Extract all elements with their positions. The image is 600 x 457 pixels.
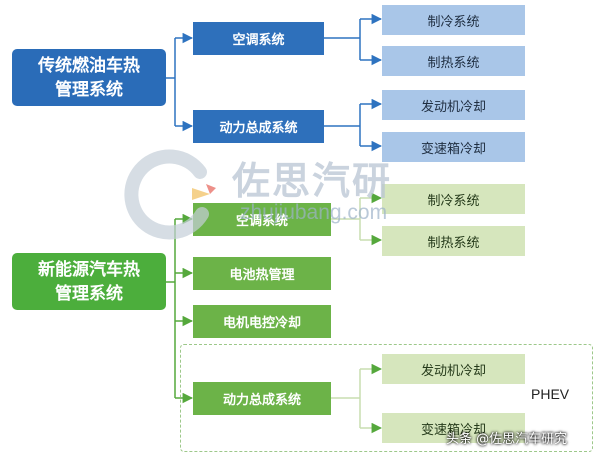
nev-ac-leaf: 制热系统: [382, 226, 525, 256]
nev-powertrain-label: 动力总成系统: [222, 393, 301, 408]
traditional-powertrain-label: 动力总成系统: [219, 121, 298, 136]
traditional-powertrain-leaf: 变速箱冷却: [382, 132, 525, 162]
nev-cooling-label: 制冷系统: [427, 193, 480, 209]
nev-title: 新能源汽车热管理系统: [38, 259, 140, 304]
traditional-root-box: 传统燃油车热管理系统: [12, 49, 166, 106]
nev-gearbox-cooling-label: 变速箱冷却: [420, 422, 486, 438]
nev-motor-box: 电机电控冷却: [193, 305, 331, 338]
nev-powertrain-box: 动力总成系统: [193, 382, 331, 415]
traditional-powertrain-leaf: 发动机冷却: [382, 90, 525, 120]
phev-frame: [180, 344, 593, 452]
traditional-title: 传统燃油车热管理系统: [38, 55, 140, 100]
traditional-gearbox-cooling-label: 变速箱冷却: [420, 141, 486, 157]
traditional-engine-cooling-label: 发动机冷却: [420, 99, 486, 115]
traditional-ac-leaf: 制热系统: [382, 46, 525, 76]
traditional-cooling-label: 制冷系统: [427, 14, 480, 30]
nev-ac-leaf: 制冷系统: [382, 184, 525, 214]
traditional-ac-box: 空调系统: [193, 22, 324, 55]
nev-heating-label: 制热系统: [427, 235, 480, 251]
nev-powertrain-leaf: 变速箱冷却: [382, 413, 525, 443]
nev-motor-label: 电机电控冷却: [222, 316, 301, 331]
nev-ac-box: 空调系统: [193, 203, 331, 236]
nev-root-box: 新能源汽车热管理系统: [12, 253, 166, 310]
traditional-ac-label: 空调系统: [232, 33, 285, 48]
nev-battery-box: 电池热管理: [193, 257, 331, 290]
source-credit: 头条 @佐思汽车研究: [446, 432, 568, 447]
nev-powertrain-leaf: 发动机冷却: [382, 354, 525, 384]
traditional-ac-leaf: 制冷系统: [382, 5, 525, 35]
traditional-powertrain-box: 动力总成系统: [193, 110, 324, 143]
nev-engine-cooling-label: 发动机冷却: [420, 363, 486, 379]
nev-battery-label: 电池热管理: [229, 268, 295, 283]
traditional-heating-label: 制热系统: [427, 55, 480, 71]
phev-label: PHEV: [531, 386, 570, 402]
nev-ac-label: 空调系统: [235, 214, 288, 229]
